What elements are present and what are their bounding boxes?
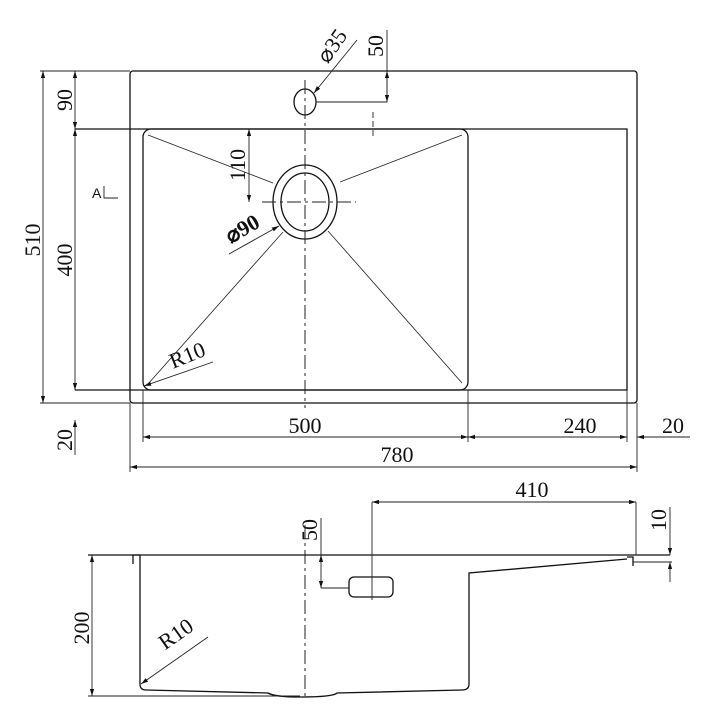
dim-drain-diameter: ⌀90 (221, 209, 264, 248)
slope-line (147, 134, 274, 184)
section-symbol (103, 186, 118, 199)
dim-overflow-depth: 50 (297, 519, 322, 541)
sink-outline (129, 70, 638, 404)
top-view: 510 90 400 20 A 500 240 20 780 ⌀35 50 11… (20, 24, 690, 472)
dim-90: 90 (52, 89, 77, 111)
slope-line (327, 230, 463, 384)
dim-lip: 10 (646, 509, 671, 531)
dim-20-side: 20 (662, 413, 684, 438)
dim-400: 400 (52, 244, 77, 277)
dim-500: 500 (289, 413, 322, 438)
slope-line (147, 231, 284, 385)
section-label: A (92, 185, 102, 201)
slope-line (339, 134, 463, 183)
dim-overflow-distance: 410 (516, 477, 549, 502)
bowl-profile (139, 555, 628, 698)
dim-240: 240 (564, 413, 597, 438)
dim-780: 780 (381, 442, 414, 467)
dim-tap-offset: 50 (363, 35, 388, 57)
dim-corner-radius: R10 (165, 337, 208, 374)
side-view: 200 410 50 10 R10 (69, 477, 673, 700)
overflow-slot (348, 576, 394, 598)
dim-bowl-height: 200 (69, 612, 94, 645)
dim-drain-offset: 110 (225, 149, 250, 181)
dim-510: 510 (20, 224, 45, 257)
dim-20-front: 20 (52, 429, 77, 451)
dim-tap-hole: ⌀35 (312, 24, 353, 67)
worktop-cutout (75, 128, 628, 391)
